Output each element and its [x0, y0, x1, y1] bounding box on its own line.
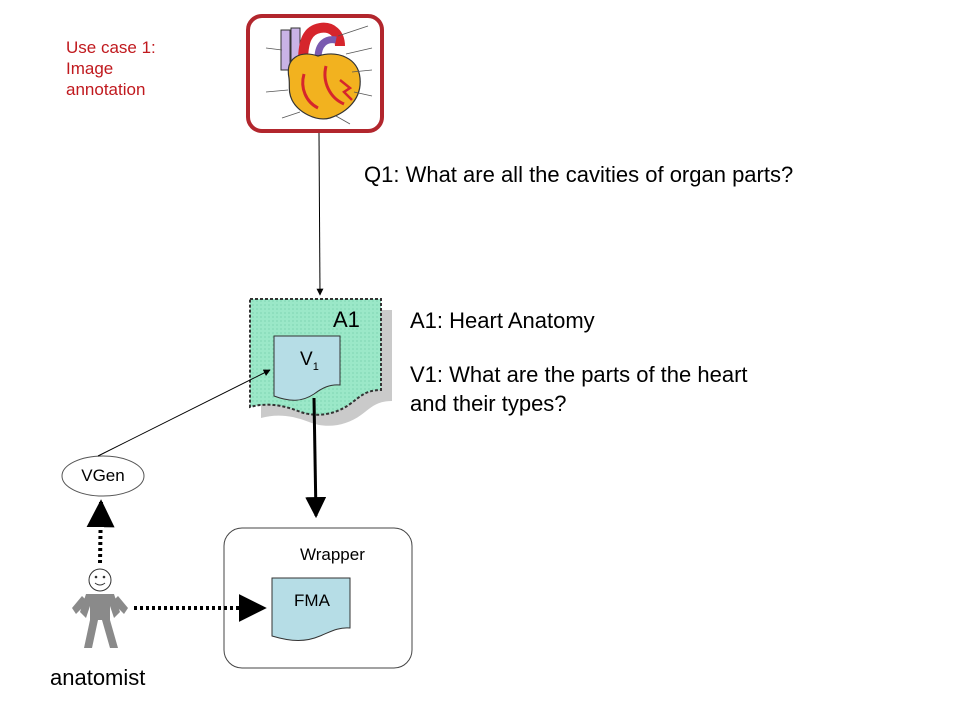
a1-node-label: A1	[333, 307, 360, 332]
use-case-line-2: Image	[66, 59, 114, 78]
wrapper-label: Wrapper	[300, 545, 365, 564]
use-case-line-3: annotation	[66, 80, 146, 99]
v1-node-label: V1	[300, 349, 319, 373]
fma-label: FMA	[294, 591, 330, 610]
use-case-label: Use case 1: Image annotation	[66, 37, 156, 100]
v1-to-wrapper-arrow	[305, 397, 327, 519]
question-q1: Q1: What are all the cavities of organ p…	[364, 162, 794, 187]
annotation-title: A1: Heart Anatomy	[410, 308, 595, 333]
view-description-line-1: V1: What are the parts of the heart	[410, 362, 748, 387]
smiley-face-icon	[94, 575, 106, 586]
vgen-node[interactable]	[61, 455, 145, 497]
actor-to-vgen-arrow	[86, 499, 115, 564]
view-description-line-2: and their types?	[410, 391, 567, 416]
image-to-annotation-arrow	[316, 132, 324, 296]
fma-node[interactable]	[271, 577, 351, 641]
view-description: V1: What are the parts of the heart and …	[410, 360, 748, 418]
view-v1-node[interactable]	[273, 335, 341, 401]
heart-illustration	[265, 22, 373, 125]
actor-label: anatomist	[50, 665, 146, 690]
use-case-line-1: Use case 1:	[66, 38, 156, 57]
v1-node-label-sub: 1	[312, 360, 319, 373]
v1-node-label-base: V	[300, 349, 313, 370]
vgen-label: VGen	[81, 466, 125, 485]
stick-figure-icon	[72, 568, 128, 648]
vgen-to-v1-arrow	[97, 369, 271, 457]
